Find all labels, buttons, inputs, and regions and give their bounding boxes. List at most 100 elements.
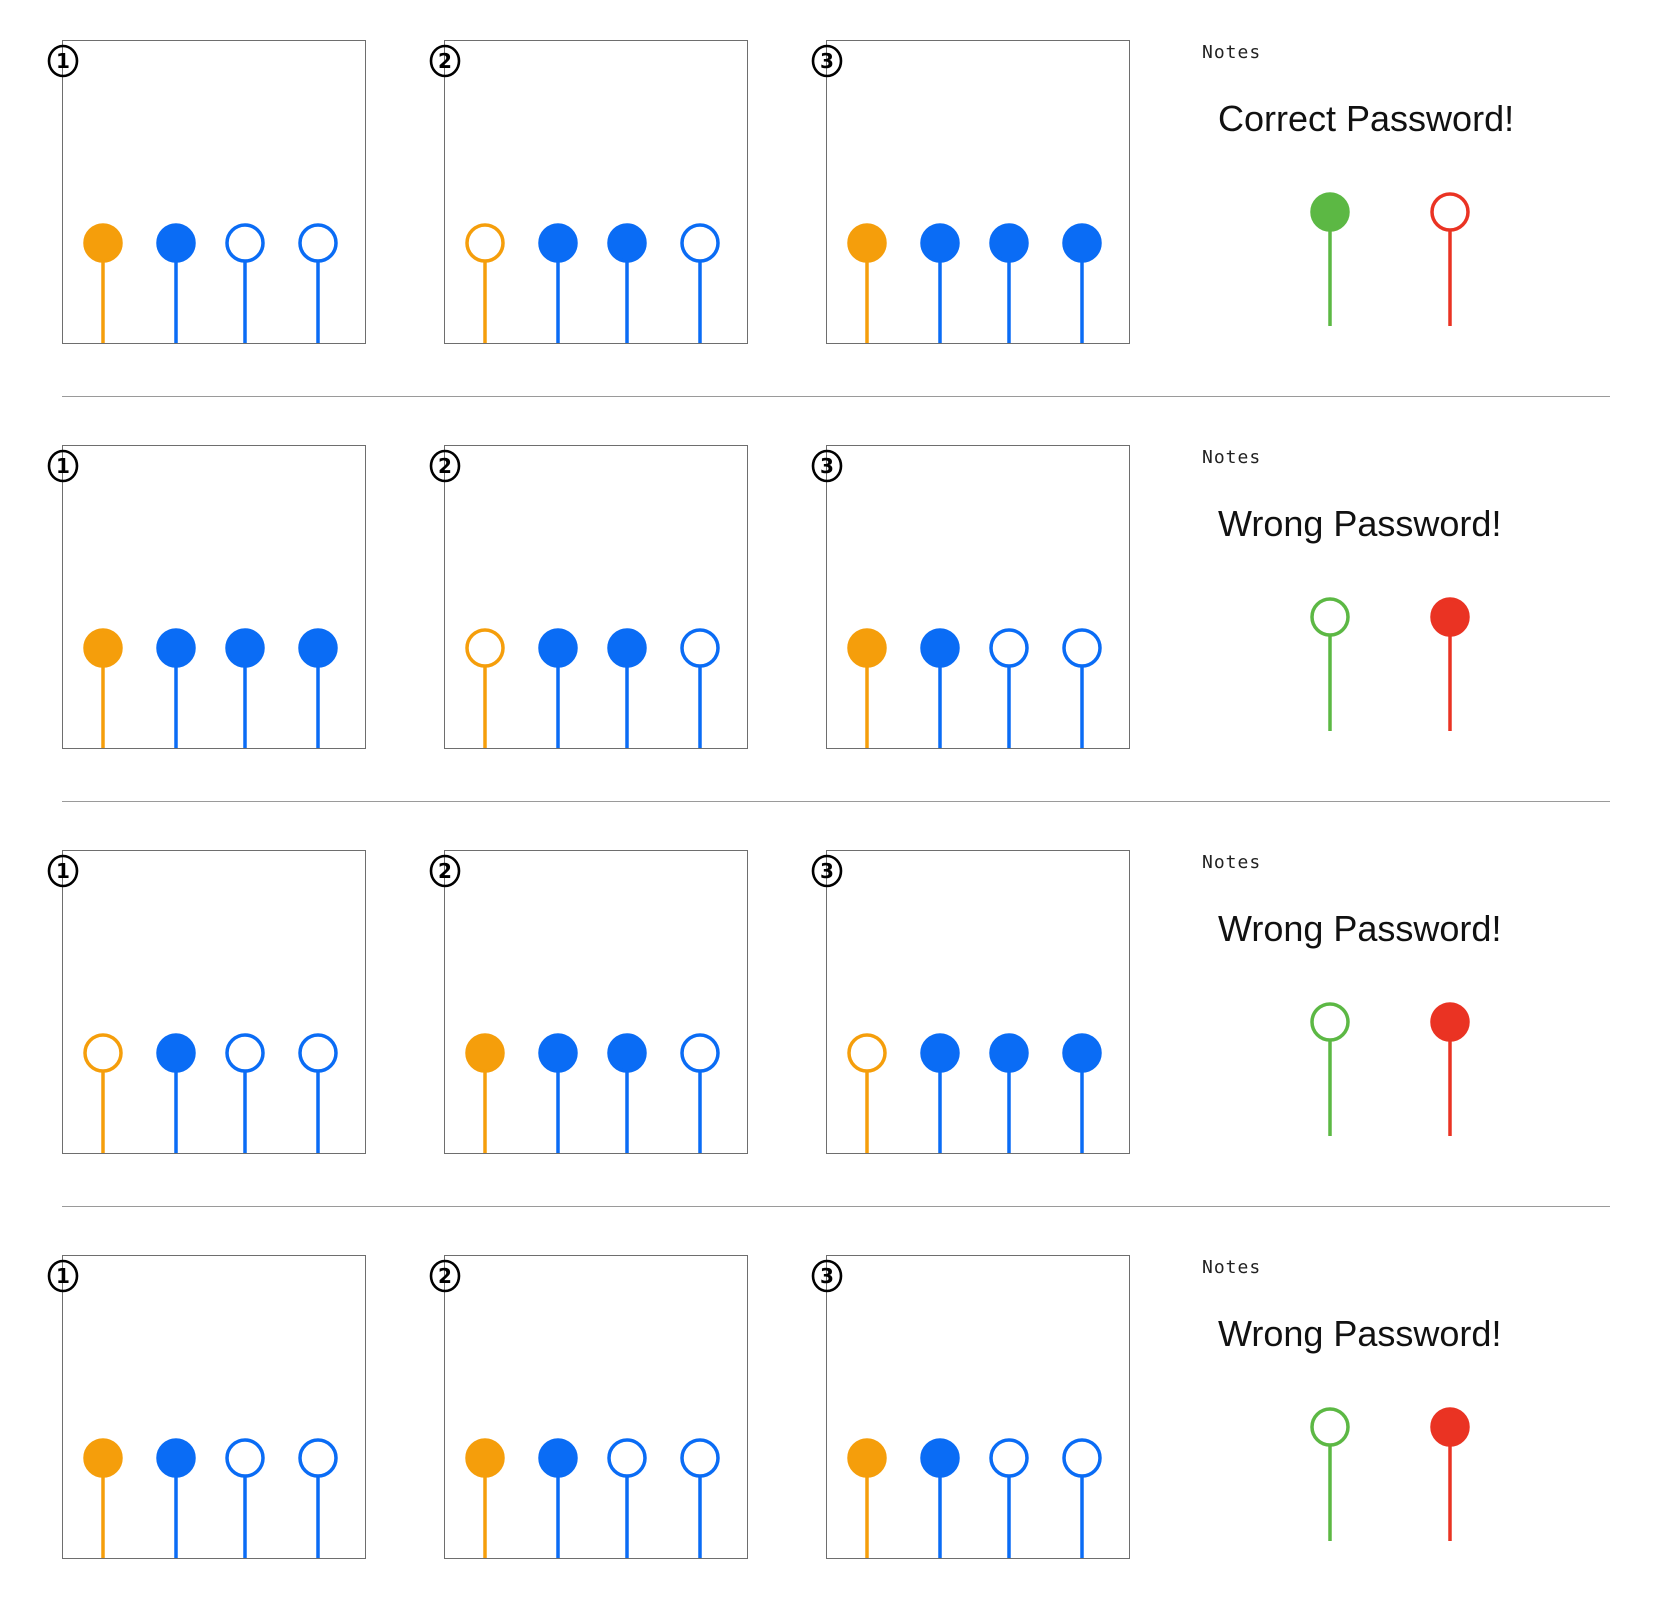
result-message: Wrong Password! — [1218, 908, 1502, 949]
pins-svg — [465, 628, 720, 748]
orange-pin — [847, 1033, 887, 1153]
blue-pin — [680, 1033, 720, 1153]
orange-pin — [83, 1438, 123, 1558]
step-number-badge: 1 — [47, 44, 79, 78]
blue-pin — [156, 1438, 196, 1558]
blue-pin — [538, 223, 578, 343]
step-number-text: 2 — [438, 1264, 452, 1288]
pins-svg — [83, 1033, 338, 1153]
blue-pin — [225, 1438, 265, 1558]
result-message: Wrong Password! — [1218, 1313, 1502, 1354]
step-number-badge: 2 — [429, 1259, 461, 1293]
blue-pin — [538, 628, 578, 748]
pins-svg — [83, 223, 338, 343]
step-panel: 3 — [811, 445, 1130, 749]
step-panel: 2 — [429, 445, 748, 749]
step-number-badge: 2 — [429, 44, 461, 78]
blue-pin — [920, 1033, 960, 1153]
step-number-text: 1 — [56, 454, 70, 478]
blue-pin — [680, 223, 720, 343]
step-panel: 1 — [47, 1255, 366, 1559]
red-indicator — [1430, 1407, 1470, 1541]
result-indicators — [1310, 1407, 1470, 1541]
blue-pin — [156, 628, 196, 748]
step-number-badge: 3 — [811, 854, 843, 888]
step-number-text: 1 — [56, 1264, 70, 1288]
step-number-badge: 1 — [47, 449, 79, 483]
result-message: Correct Password! — [1218, 98, 1515, 139]
notes-label: Notes — [1202, 447, 1262, 468]
pins-svg — [847, 628, 1102, 748]
step-number-badge: 3 — [811, 44, 843, 78]
step-number-text: 3 — [820, 859, 834, 883]
result-message: Wrong Password! — [1218, 503, 1502, 544]
blue-pin — [298, 1033, 338, 1153]
green-indicator — [1310, 192, 1350, 326]
blue-pin — [1062, 1033, 1102, 1153]
step-panel: 1 — [47, 445, 366, 749]
blue-pin — [920, 1438, 960, 1558]
notes-label: Notes — [1202, 1257, 1262, 1278]
result-indicators — [1310, 192, 1470, 326]
blue-pin — [680, 1438, 720, 1558]
step-panel: 2 — [429, 1255, 748, 1559]
step-number-badge: 1 — [47, 854, 79, 888]
pins-svg — [465, 1438, 720, 1558]
orange-pin — [465, 1033, 505, 1153]
step-panel: 1 — [47, 850, 366, 1154]
pins-svg — [847, 223, 1102, 343]
step-panel: 1 — [47, 40, 366, 344]
blue-pin — [225, 223, 265, 343]
pins-svg — [83, 1438, 338, 1558]
red-indicator — [1430, 597, 1470, 731]
step-panel: 2 — [429, 40, 748, 344]
red-indicator — [1430, 1002, 1470, 1136]
result-indicators — [1310, 597, 1470, 731]
row-divider — [62, 801, 1610, 802]
blue-pin — [607, 1033, 647, 1153]
notes-label: Notes — [1202, 852, 1262, 873]
blue-pin — [1062, 628, 1102, 748]
row-divider — [62, 396, 1610, 397]
step-panel: 3 — [811, 1255, 1130, 1559]
orange-pin — [847, 223, 887, 343]
green-indicator — [1310, 1407, 1350, 1541]
green-indicator — [1310, 597, 1350, 731]
orange-pin — [847, 1438, 887, 1558]
pins-svg — [847, 1033, 1102, 1153]
blue-pin — [225, 628, 265, 748]
orange-pin — [83, 628, 123, 748]
pins-svg — [847, 1438, 1102, 1558]
blue-pin — [607, 223, 647, 343]
step-panel: 3 — [811, 850, 1130, 1154]
step-panel: 3 — [811, 40, 1130, 344]
step-number-badge: 3 — [811, 449, 843, 483]
step-number-badge: 1 — [47, 1259, 79, 1293]
result-indicators — [1310, 1002, 1470, 1136]
blue-pin — [298, 1438, 338, 1558]
blue-pin — [298, 628, 338, 748]
orange-pin — [465, 1438, 505, 1558]
pins-svg — [83, 628, 338, 748]
pins-svg — [465, 223, 720, 343]
blue-pin — [920, 628, 960, 748]
step-number-text: 1 — [56, 859, 70, 883]
step-number-text: 3 — [820, 1264, 834, 1288]
blue-pin — [538, 1438, 578, 1558]
blue-pin — [989, 1438, 1029, 1558]
row-divider — [62, 1206, 1610, 1207]
step-number-text: 3 — [820, 49, 834, 73]
orange-pin — [83, 1033, 123, 1153]
step-number-text: 1 — [56, 49, 70, 73]
orange-pin — [83, 223, 123, 343]
step-number-badge: 2 — [429, 449, 461, 483]
orange-pin — [465, 223, 505, 343]
blue-pin — [680, 628, 720, 748]
red-indicator — [1430, 192, 1470, 326]
blue-pin — [989, 223, 1029, 343]
pins-svg — [465, 1033, 720, 1153]
